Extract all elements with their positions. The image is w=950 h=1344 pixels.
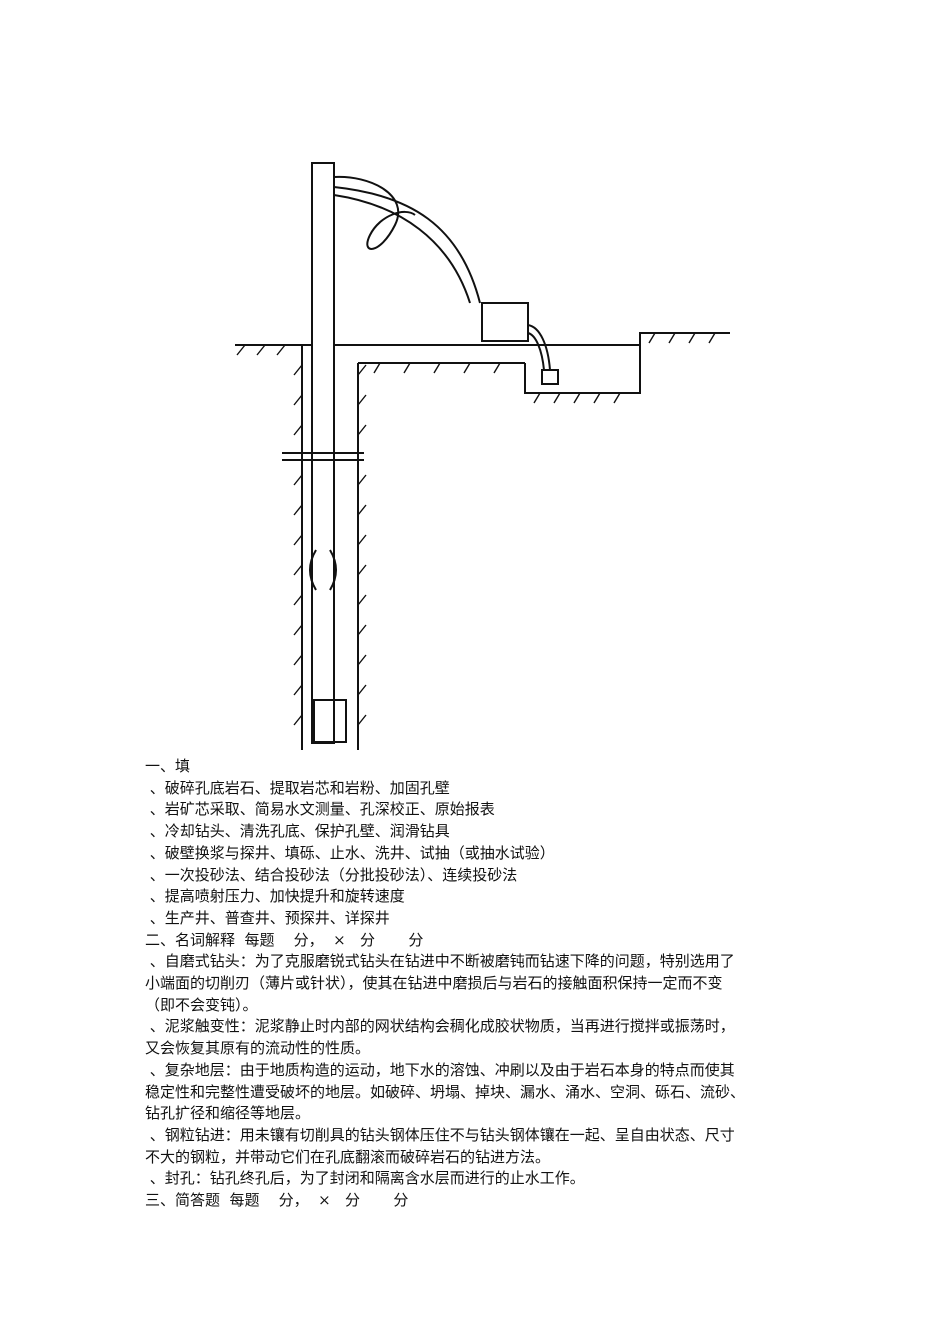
section2-line: 、复杂地层：由于地质构造的运动，地下水的溶蚀、冲刷以及由于岩石本身的特点而使其 bbox=[145, 1060, 735, 1079]
section1-line: 、岩矿芯采取、简易水文测量、孔深校正、原始报表 bbox=[145, 800, 495, 819]
section2-line: 又会恢复其原有的流动性的性质。 bbox=[145, 1039, 371, 1058]
borehole-hatch-left bbox=[293, 364, 303, 726]
pipe-joint-lower bbox=[309, 549, 337, 591]
ground-hatch-right bbox=[648, 332, 716, 344]
borehole-hatch-right bbox=[357, 364, 367, 726]
hose-inner bbox=[333, 194, 471, 304]
section1-line: 、破碎孔底岩石、提取岩芯和岩粉、加固孔壁 bbox=[145, 778, 450, 797]
section2-heading: 二、名词解释 每题 分， × 分 分 bbox=[145, 930, 424, 949]
section1-line: 、生产井、普查井、预探井、详探井 bbox=[145, 908, 390, 927]
drill-bit bbox=[313, 699, 347, 743]
hose-outer bbox=[333, 186, 481, 304]
section2-line: 不大的钢粒，并带动它们在孔底翻滚而破碎岩石的钻进方法。 bbox=[145, 1147, 551, 1166]
section2-line: （即不会变钝）。 bbox=[145, 995, 258, 1014]
channel-hatch bbox=[373, 362, 501, 374]
section1-heading: 一、填 bbox=[145, 757, 191, 775]
pipe-joint-upper bbox=[282, 452, 364, 461]
section2-line: 小端面的切削刃（薄片或针状），使其在钻进中磨损后与岩石的接触面积保持一定而不变 bbox=[145, 974, 723, 993]
settling-tank bbox=[524, 332, 730, 394]
tank-hatch bbox=[533, 392, 621, 404]
section2-line: 、钢粒钻进：用未镶有切削具的钻头钢体压住不与钻头钢体镶在一起、呈自由状态、尺寸 bbox=[145, 1125, 735, 1144]
drilling-diagram-svg bbox=[235, 162, 730, 750]
drilling-diagram bbox=[230, 155, 740, 755]
section1-line: 、提高喷射压力、加快提升和旋转速度 bbox=[145, 887, 405, 906]
section1-line: 、冷却钻头、清洗孔底、保护孔壁、润滑钻具 bbox=[145, 822, 450, 841]
suction-pipe bbox=[527, 324, 551, 371]
section1-line: 、一次投砂法、结合投砂法（分批投砂法）、连续投砂法 bbox=[145, 865, 518, 884]
hose-coil bbox=[333, 175, 416, 250]
section2-line: 、自磨式钻头：为了克服磨锐式钻头在钻进中不断被磨钝而钻速下降的问题，特别选用了 bbox=[145, 952, 735, 971]
ground-hatch-left bbox=[236, 344, 286, 356]
document-text: 一、填 、破碎孔底岩石、提取岩芯和岩粉、加固孔壁 、岩矿芯采取、简易水文测量、孔… bbox=[145, 756, 845, 1212]
section2-line: 稳定性和完整性遭受破坏的地层。如破碎、坍塌、掉块、漏水、涌水、空洞、砾石、流砂、 bbox=[145, 1082, 746, 1101]
foot-valve bbox=[541, 369, 559, 385]
section2-line: 钻孔扩径和缩径等地层。 bbox=[145, 1104, 311, 1123]
pump-box bbox=[481, 302, 529, 342]
section2-line: 、封孔：钻孔终孔后，为了封闭和隔离含水层而进行的止水工作。 bbox=[145, 1169, 585, 1188]
section2-line: 、泥浆触变性：泥浆静止时内部的网状结构会稠化成胶状物质，当再进行搅拌或振荡时， bbox=[145, 1017, 735, 1036]
section1-line: 、破壁换浆与探井、填砾、止水、洗井、试抽（或抽水试验） bbox=[145, 843, 555, 862]
section3-heading: 三、简答题 每题 分， × 分 分 bbox=[145, 1191, 409, 1210]
